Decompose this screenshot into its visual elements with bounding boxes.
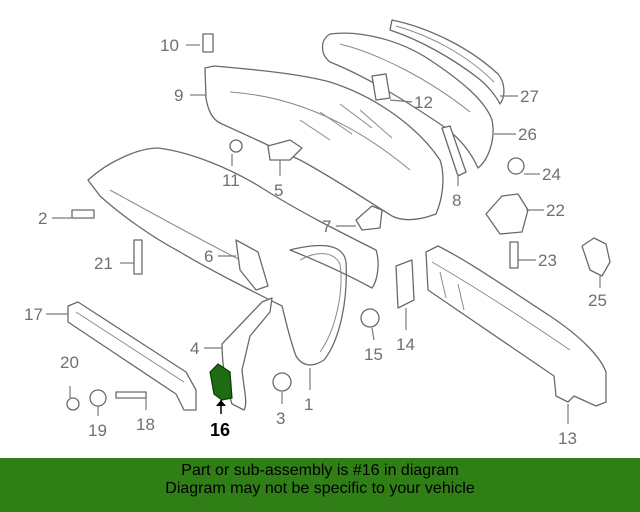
callout-20: 20 xyxy=(60,353,79,372)
banner-line-2: Diagram may not be specific to your vehi… xyxy=(165,480,475,497)
leader-lines xyxy=(46,44,601,424)
callout-9: 9 xyxy=(174,86,183,105)
callout-11: 11 xyxy=(222,171,240,190)
exploded-parts-diagram: 1 2 3 4 5 6 7 8 9 10 11 12 13 14 15 16 1… xyxy=(24,19,611,448)
part-22-bracket xyxy=(485,193,529,235)
part-16-highlighted xyxy=(209,363,233,414)
part-27-trim-strip xyxy=(389,19,505,105)
callout-15: 15 xyxy=(364,345,383,364)
part-7-bracket xyxy=(355,205,383,231)
part-15-nut xyxy=(360,308,380,328)
callout-8: 8 xyxy=(452,191,461,210)
part-10-clip xyxy=(202,33,214,53)
part-9-rear-panel xyxy=(204,65,444,221)
part-8-strip xyxy=(441,125,467,177)
callout-3: 3 xyxy=(276,409,285,428)
info-banner: Part or sub-assembly is #16 in diagram D… xyxy=(0,458,640,512)
part-12-bracket xyxy=(371,73,391,101)
callout-4: 4 xyxy=(190,339,199,358)
part-23-screw xyxy=(509,241,519,269)
part-6-bracket xyxy=(235,239,269,291)
part-11-screw xyxy=(229,139,243,153)
callout-26: 26 xyxy=(518,125,537,144)
callout-22: 22 xyxy=(546,201,565,220)
callout-12: 12 xyxy=(414,93,433,112)
part-14-plate xyxy=(395,259,415,309)
callout-7: 7 xyxy=(322,217,331,236)
callout-6: 6 xyxy=(204,247,213,266)
part-21-pin xyxy=(133,239,143,275)
callout-25: 25 xyxy=(588,291,607,310)
part-26-upper-cover xyxy=(321,32,494,169)
callout-13: 13 xyxy=(558,429,577,448)
callout-18: 18 xyxy=(136,415,155,434)
part-5-clip xyxy=(267,139,303,161)
callout-14: 14 xyxy=(396,335,415,354)
callout-1: 1 xyxy=(304,395,313,414)
part-13-reinforcement-bar xyxy=(425,245,607,407)
part-18-bolt xyxy=(115,391,147,399)
callout-labels: 1 2 3 4 5 6 7 8 9 10 11 12 13 14 15 16 1… xyxy=(24,36,607,448)
callout-17: 17 xyxy=(24,305,43,324)
part-17-side-rail xyxy=(67,301,197,411)
callout-2: 2 xyxy=(38,209,47,228)
callout-5: 5 xyxy=(274,181,283,200)
callout-24: 24 xyxy=(542,165,561,184)
part-20-nut xyxy=(66,397,80,411)
callout-23: 23 xyxy=(538,251,557,270)
callout-19: 19 xyxy=(88,421,107,440)
part-2-bolt xyxy=(71,209,95,219)
part-25-bracket xyxy=(581,237,611,277)
part-3-nut xyxy=(272,372,292,392)
callout-27: 27 xyxy=(520,87,539,106)
banner-line-1: Part or sub-assembly is #16 in diagram xyxy=(181,462,459,479)
callout-10: 10 xyxy=(160,36,179,55)
part-24-clip xyxy=(507,157,525,175)
callout-16-highlighted: 16 xyxy=(210,420,230,440)
hardware-parts xyxy=(66,33,525,411)
part-19-washer xyxy=(89,389,107,407)
callout-21: 21 xyxy=(94,254,113,273)
